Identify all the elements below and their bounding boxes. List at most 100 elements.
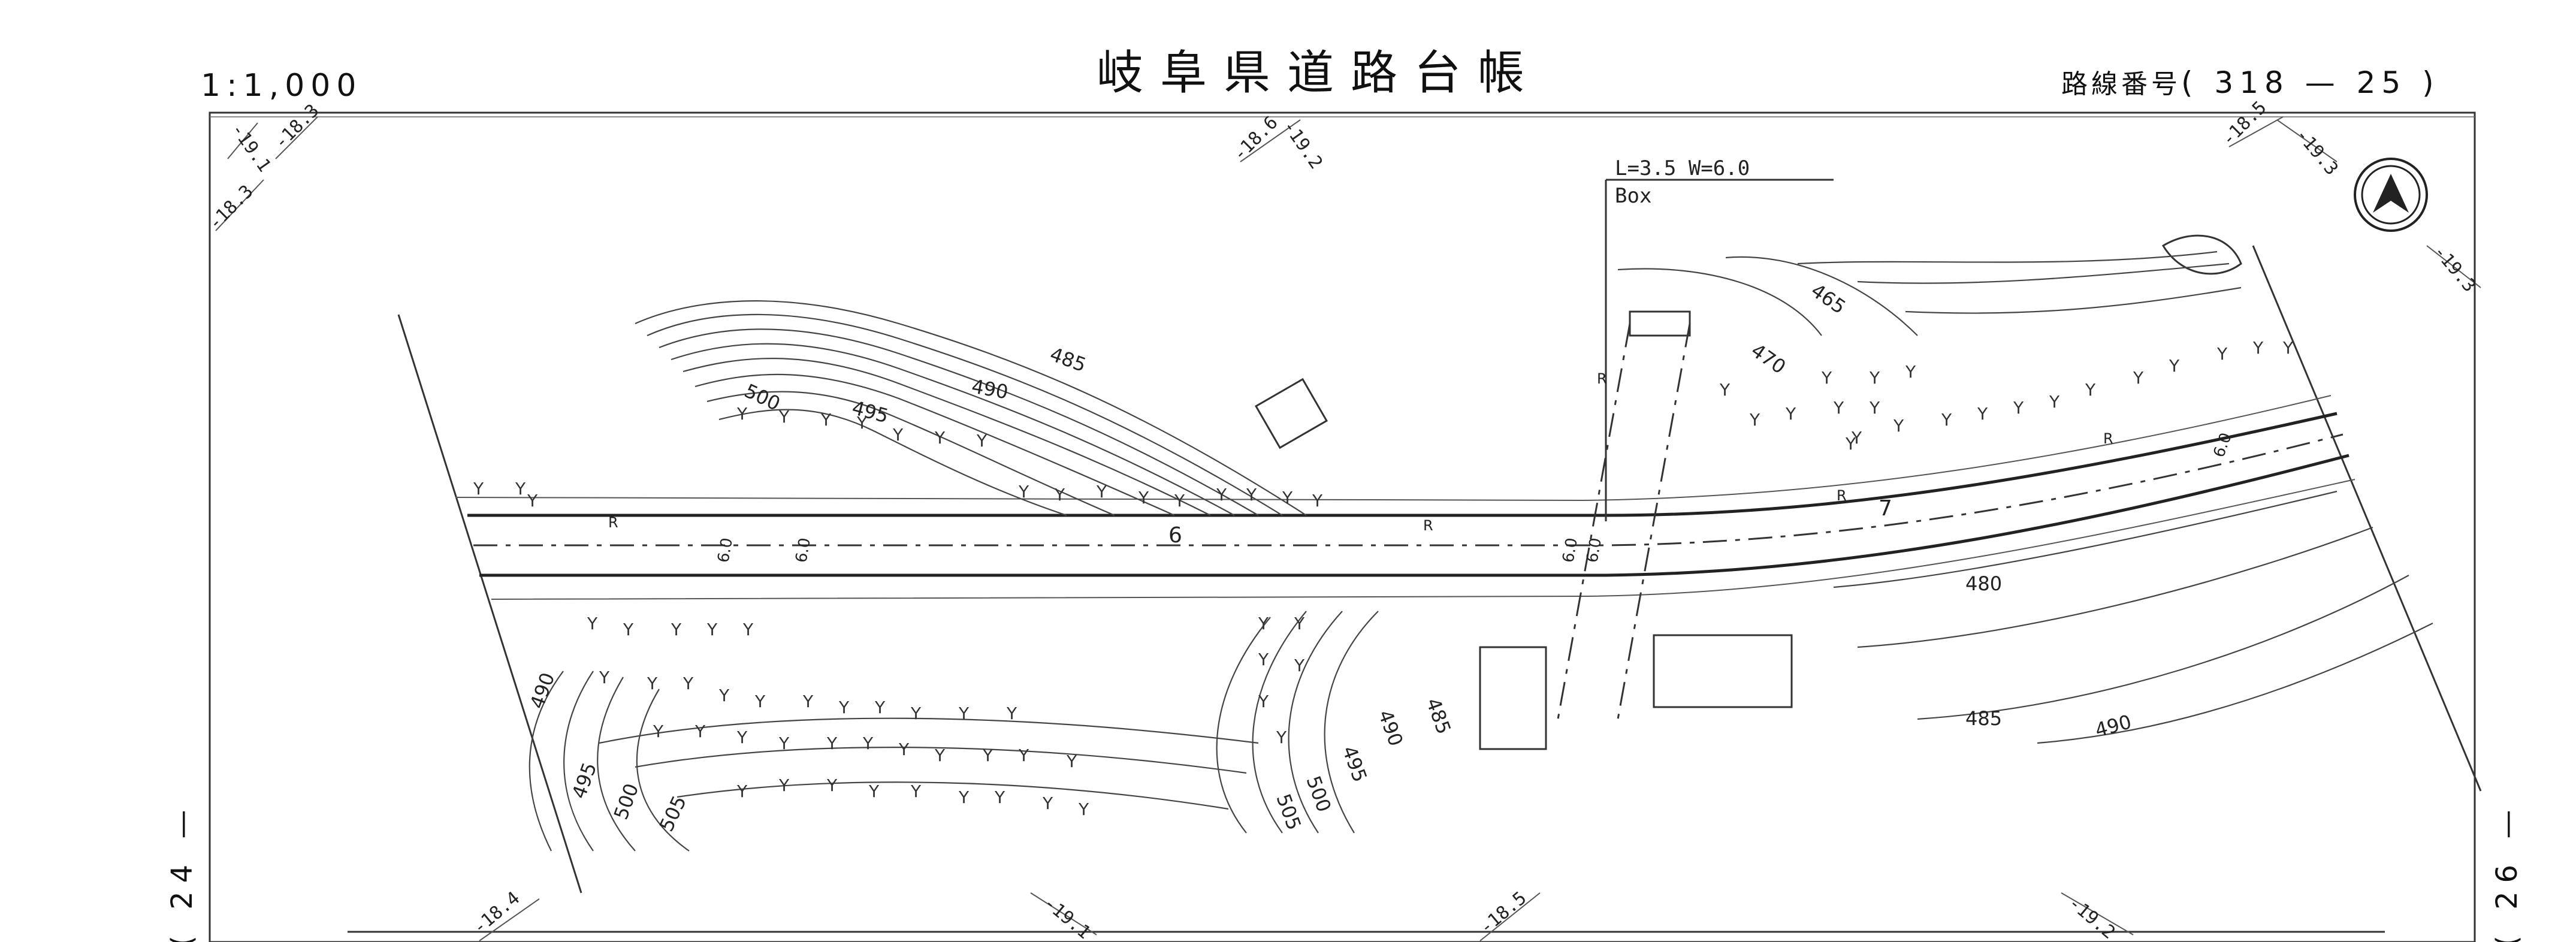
vegetation-symbol-icon: Y	[736, 727, 748, 747]
vegetation-symbol-icon: Y	[647, 674, 658, 693]
tick-label-b-3: -18.5	[1476, 887, 1531, 938]
vegetation-symbol-icon: Y	[2133, 368, 2144, 388]
vegetation-symbol-icon: Y	[1851, 428, 1862, 448]
vegetation-symbol-icon: Y	[910, 704, 922, 723]
edge-label: R	[1837, 487, 1847, 504]
station-mark-6: 6	[1168, 523, 1182, 548]
vegetation-symbol-icon: Y	[527, 491, 538, 511]
contour-label-485-sc: 485	[1421, 695, 1455, 737]
vegetation-symbol-icon: Y	[653, 721, 664, 741]
vegetation-symbol-icon: Y	[2216, 344, 2228, 364]
corner-ticks	[215, 116, 2481, 941]
contour-label-505-sc: 505	[1272, 791, 1306, 833]
sheet-edge-right	[2252, 245, 2482, 792]
vegetation-symbol-icon: Y	[1941, 410, 1952, 430]
vegetation-symbol-icon: Y	[1977, 404, 1988, 424]
contour-label-490-s: 490	[526, 669, 560, 711]
tick-label-b-1: -18.4	[469, 887, 524, 938]
vegetation-symbol-icon: Y	[838, 698, 850, 717]
vegetation-symbol-icon: Y	[862, 733, 874, 753]
vegetation-symbol-icon: Y	[1276, 727, 1287, 747]
vegetation-symbol-icon: Y	[982, 745, 993, 765]
tick-label-tl-3: -18.3	[204, 181, 258, 234]
vegetation-symbol-icon: Y	[587, 614, 598, 633]
vegetation-symbol-icon: Y	[1096, 482, 1107, 502]
contour-label-495-s: 495	[567, 759, 602, 801]
vegetation-symbol-icon: Y	[1246, 485, 1257, 505]
vegetation-symbol-icon: Y	[1749, 410, 1760, 430]
contour-label-485-se: 485	[1965, 707, 2002, 730]
vegetation-symbol-icon: Y	[1258, 650, 1269, 669]
edge-label: R	[1597, 370, 1607, 387]
vegetation-symbol-icon: Y	[1294, 614, 1305, 633]
vegetation-symbol-icon: Y	[1054, 485, 1065, 505]
route-number-label: 路線番号	[2061, 69, 2181, 99]
route-number-value: ( 318 — 25 )	[2181, 65, 2440, 100]
vegetation-symbol-icon: Y	[856, 413, 868, 433]
vegetation-symbol-icon: Y	[473, 479, 484, 499]
contour-label-490-n: 490	[970, 375, 1010, 403]
vegetation-symbol-icon: Y	[1893, 416, 1904, 436]
vegetation-symbol-icon: Y	[1312, 491, 1323, 511]
contour-label-495-sc: 495	[1337, 743, 1372, 785]
vegetation-symbol-icon: Y	[1719, 380, 1731, 400]
box-culvert-type: Box	[1615, 184, 1651, 208]
retaining-wall	[2161, 234, 2242, 275]
vegetation-symbol-icon: Y	[1785, 404, 1796, 424]
vegetation-symbol-icon: Y	[1282, 488, 1293, 508]
vegetation-symbol-icon: Y	[754, 692, 766, 711]
vegetation-symbol-icon: Y	[1174, 491, 1185, 511]
vegetation-symbol-icon: Y	[1258, 692, 1269, 711]
vegetation-symbol-icon: Y	[599, 668, 610, 687]
tick-label-tr-1: -18.5	[2218, 97, 2271, 150]
vegetation-symbol-icon: Y	[1821, 368, 1832, 388]
contour-label-490-se: 490	[2092, 710, 2134, 742]
vegetation-symbol-icon: Y	[958, 704, 970, 723]
contour-label-490-sc: 490	[1373, 707, 1408, 749]
vegetation-symbol-icon: Y	[1138, 488, 1149, 508]
adjacent-sheet-left: ( 24 —	[165, 802, 199, 942]
vegetation-symbol-icon: Y	[706, 620, 718, 639]
vegetation-symbol-icon: Y	[2169, 356, 2180, 376]
contours-nw	[635, 300, 1307, 517]
vegetation-symbol-icon: Y	[2013, 398, 2024, 418]
road-edge-north	[467, 412, 2338, 517]
road	[455, 395, 2355, 600]
vegetation-symbol-icon: Y	[874, 698, 886, 717]
edge-label: R	[2103, 430, 2113, 447]
vegetation-symbol-icon: Y	[2282, 338, 2294, 358]
contour-label-465: 465	[1807, 279, 1850, 318]
contours-se	[1833, 490, 2433, 744]
vegetation-symbol-icon: Y	[1905, 362, 1916, 382]
vegetation-symbol-icon: Y	[934, 745, 946, 765]
vegetation-symbol-icon: Y	[820, 410, 832, 430]
vegetation-symbol-icon: Y	[1845, 434, 1856, 454]
contour-label-470: 470	[1747, 339, 1790, 378]
road-centerline	[473, 433, 2344, 547]
tick-label-tr-3: -19.3	[2429, 241, 2480, 297]
road-edge-south	[479, 454, 2349, 577]
contour-label-485-n: 485	[1047, 343, 1089, 377]
vegetation-symbol-icon: Y	[826, 775, 838, 795]
road-shoulder-north	[455, 395, 2332, 502]
vegetation-symbol-icon: Y	[1066, 751, 1077, 771]
vegetation-symbol-icon: Y	[994, 787, 1005, 807]
vegetation-symbol-icon: Y	[671, 620, 682, 639]
vegetation-symbol-icon: Y	[718, 686, 730, 705]
vegetation-symbol-icon: Y	[802, 692, 814, 711]
sheet-edge-left	[397, 314, 582, 893]
edge-label: R	[608, 514, 618, 531]
vegetation-symbol-icon: Y	[742, 620, 754, 639]
contour-label-500-s: 500	[609, 780, 644, 822]
vegetation-symbol-icon: Y	[1006, 704, 1017, 723]
vegetation-symbol-icon: Y	[694, 721, 706, 741]
vegetation-symbol-icon: Y	[1078, 799, 1089, 819]
road-width-label: 6.0	[792, 536, 814, 564]
vegetation-symbol-icon: Y	[1042, 793, 1053, 813]
vegetation-symbol-icon: Y	[1258, 614, 1269, 633]
vegetation-symbol-icon: Y	[976, 431, 987, 451]
box-culvert	[1479, 179, 1834, 750]
vegetation-symbol-icon: Y	[2085, 380, 2096, 400]
vegetation-symbol-icon: Y	[958, 787, 970, 807]
